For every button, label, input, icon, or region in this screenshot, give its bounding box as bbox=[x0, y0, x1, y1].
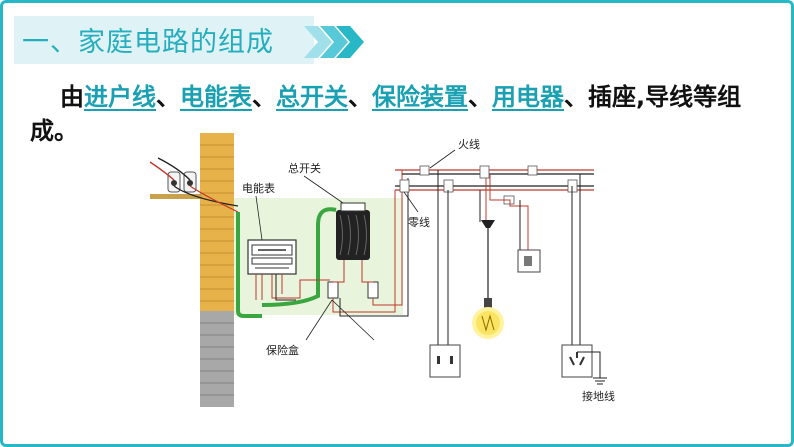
light-bulb-icon bbox=[472, 220, 504, 339]
ground-symbol-icon bbox=[593, 377, 607, 385]
ground-socket-wires bbox=[571, 174, 581, 345]
title-bar bbox=[14, 16, 314, 64]
light-switch bbox=[517, 249, 541, 273]
ground-wire-label: 接地线 bbox=[582, 389, 615, 403]
neutral-pointer bbox=[403, 191, 419, 213]
intro-text: 由进户线、电能表、总开关、保险装置、用电器、插座,导线等组成。 bbox=[30, 80, 770, 148]
lamp-branch-wires bbox=[485, 174, 529, 252]
fuse-box-pointer bbox=[305, 299, 375, 341]
switch-ground-wire bbox=[261, 207, 337, 307]
fuse-box-neutral bbox=[339, 178, 409, 317]
energy-meter bbox=[247, 239, 297, 275]
term-appliance[interactable]: 用电器 bbox=[492, 83, 564, 111]
main-switch bbox=[336, 202, 370, 260]
fuse-box-label: 保险盒 bbox=[266, 343, 299, 357]
lamp-neutral-wire bbox=[479, 190, 521, 250]
fuse-box-wires bbox=[332, 170, 403, 313]
separator: 、 bbox=[156, 83, 180, 111]
junction-blocks bbox=[399, 165, 578, 205]
term-main-switch[interactable]: 总开关 bbox=[276, 83, 348, 111]
wall-socket bbox=[429, 344, 461, 378]
meter-label: 电能表 bbox=[242, 181, 275, 195]
term-energy-meter[interactable]: 电能表 bbox=[180, 83, 252, 111]
intro-tail: 插座,导线等组成。 bbox=[30, 83, 742, 145]
live-pointer bbox=[429, 149, 456, 169]
socket-branch-wires bbox=[437, 170, 449, 345]
meter-pointer bbox=[255, 195, 263, 241]
separator: 、 bbox=[468, 83, 492, 111]
grounded-socket bbox=[561, 344, 593, 378]
meter-neutral-wire bbox=[275, 274, 296, 301]
meter-wires bbox=[255, 274, 330, 300]
main-switch-label: 总开关 bbox=[288, 161, 321, 175]
term-service-line[interactable]: 进户线 bbox=[84, 83, 156, 111]
live-wire-label: 火线 bbox=[458, 137, 480, 151]
separator: 、 bbox=[348, 83, 372, 111]
term-fuse-device[interactable]: 保险装置 bbox=[372, 83, 468, 111]
chevron-right-icon bbox=[304, 26, 364, 58]
meter-ground-wire bbox=[236, 212, 262, 318]
neutral-wire-label: 零线 bbox=[408, 215, 430, 229]
separator: 、 bbox=[564, 83, 588, 111]
intro-lead: 由 bbox=[60, 83, 84, 111]
page-title: 一、家庭电路的组成 bbox=[22, 27, 274, 58]
brick-wall bbox=[200, 133, 234, 407]
separator: 、 bbox=[252, 83, 276, 111]
ground-wire bbox=[577, 351, 601, 378]
switch-pointer bbox=[303, 175, 344, 204]
service-entrance-bracket bbox=[149, 157, 239, 213]
